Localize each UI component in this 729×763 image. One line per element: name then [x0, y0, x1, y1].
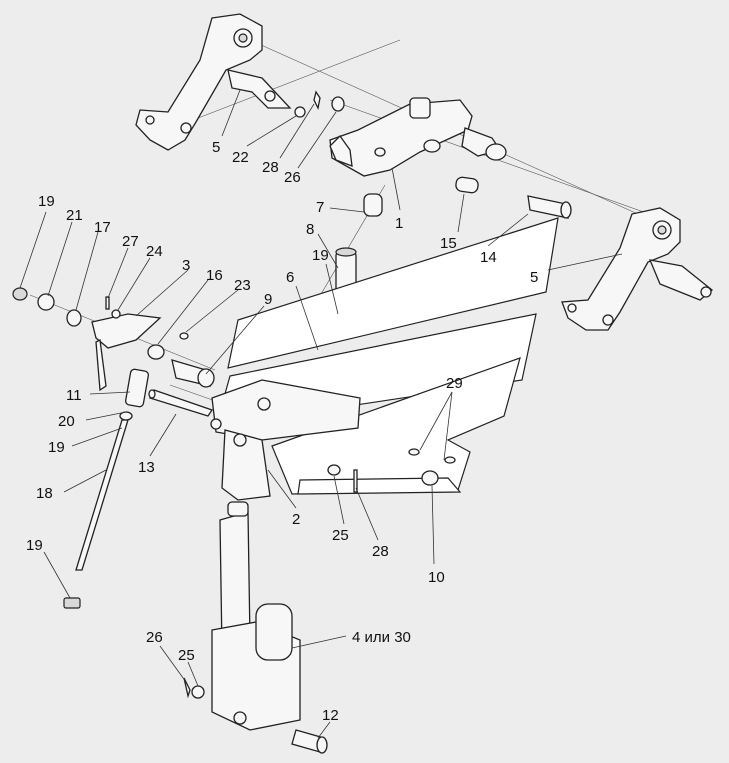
- callout-14: 14: [480, 249, 497, 266]
- actuator-4: [211, 501, 301, 731]
- callout-1: 1: [395, 215, 403, 232]
- callout-19-top: 19: [38, 193, 55, 210]
- callout-25-seat: 25: [332, 527, 349, 544]
- callout-13: 13: [138, 459, 155, 476]
- link-11: [124, 368, 150, 408]
- callout-29: 29: [446, 375, 463, 392]
- lever-assembly-3: [91, 313, 189, 392]
- callout-19-lever: 19: [48, 439, 65, 456]
- beam-top: [329, 97, 507, 177]
- callout-10: 10: [428, 569, 445, 586]
- small-parts-seat: [327, 448, 456, 493]
- callout-22: 22: [232, 149, 249, 166]
- callout-20: 20: [58, 413, 75, 430]
- pin-14: [527, 195, 572, 219]
- bracket-right: [561, 207, 714, 331]
- callout-5-top: 5: [212, 139, 220, 156]
- small-parts-top: [294, 90, 345, 118]
- frame-2: [210, 379, 361, 501]
- callout-8: 8: [306, 221, 314, 238]
- callout-28-seat: 28: [372, 543, 389, 560]
- callout-7: 7: [316, 199, 324, 216]
- callout-19-mid: 19: [312, 247, 329, 264]
- washer-26-pin-25: [183, 677, 205, 699]
- callout-4-or-30: 4 или 30: [352, 629, 411, 646]
- callout-28-top: 28: [262, 159, 279, 176]
- callout-18: 18: [36, 485, 53, 502]
- callout-labels: 5 22 28 26 1 7 8 15 14 5 19 21 17 27 24 …: [26, 139, 538, 724]
- callout-15: 15: [440, 235, 457, 252]
- callout-21: 21: [66, 207, 83, 224]
- pin-12: [291, 729, 328, 754]
- callout-5-right: 5: [530, 269, 538, 286]
- callout-9: 9: [264, 291, 272, 308]
- callout-3: 3: [182, 257, 190, 274]
- bushing-9: [171, 359, 215, 388]
- pin-13: [148, 389, 214, 417]
- bushing-7: [363, 193, 383, 217]
- callout-11: 11: [66, 387, 82, 404]
- fastener-stack: [12, 287, 121, 327]
- callout-19-bottom: 19: [26, 537, 43, 554]
- bracket-top-left: [135, 13, 292, 151]
- callout-27: 27: [122, 233, 139, 250]
- callout-2: 2: [292, 511, 300, 528]
- callout-25-bottom: 25: [178, 647, 195, 664]
- callout-6: 6: [286, 269, 294, 286]
- seat-base-panel: [271, 357, 521, 495]
- leader-lines: [19, 89, 623, 739]
- callout-26-bottom: 26: [146, 629, 163, 646]
- threaded-rod-18: [63, 411, 133, 609]
- callout-23: 23: [234, 277, 251, 294]
- callout-26-top: 26: [284, 169, 301, 186]
- callout-16: 16: [206, 267, 223, 284]
- callout-17: 17: [94, 219, 111, 236]
- callout-24: 24: [146, 243, 163, 260]
- pin-15: [455, 176, 479, 194]
- callout-12: 12: [322, 707, 339, 724]
